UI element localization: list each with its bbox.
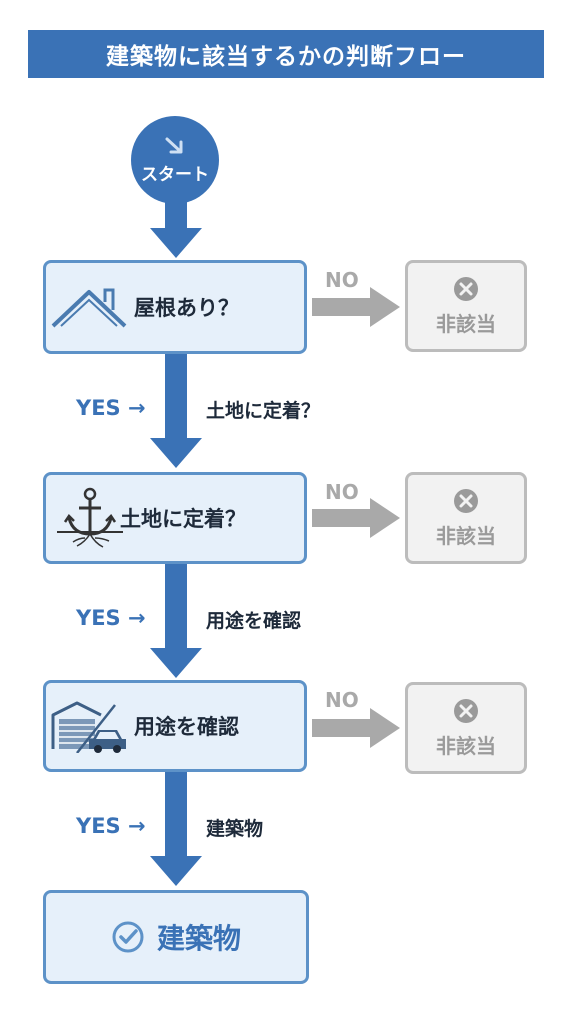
flow-line-start [165, 200, 187, 230]
not-applicable-box-usage: 非該当 [405, 682, 527, 774]
next-label-usage: 建築物 [206, 818, 264, 840]
not-applicable-label-usage: 非該当 [436, 733, 496, 758]
step-roof-label: 屋根あり？ [134, 296, 239, 320]
flow-line-1 [165, 354, 187, 440]
flow-arrowhead-3 [150, 856, 202, 886]
next-label-anchored: 用途を確認 [206, 610, 302, 632]
step-usage: 用途を確認 [43, 680, 307, 772]
arrow-down-right-icon [165, 137, 183, 153]
yes-label-roof: YES → [76, 396, 146, 420]
close-circle-icon [454, 276, 478, 301]
next-label-roof: 土地に定着？ [206, 400, 321, 422]
no-label-usage: NO [325, 688, 359, 712]
yes-label-usage: YES → [76, 814, 146, 838]
step-anchored: 土地に定着？ [43, 472, 307, 564]
yes-label-anchored: YES → [76, 606, 146, 630]
not-applicable-box-anchored: 非該当 [405, 472, 527, 564]
no-label-anchored: NO [325, 480, 359, 504]
step-anchored-label: 土地に定着？ [120, 507, 246, 531]
result-building: 建築物 [43, 890, 309, 984]
start-label: スタート [141, 164, 209, 185]
flow-arrowhead-2 [150, 648, 202, 678]
flow-line-2 [165, 564, 187, 650]
start-node: スタート [131, 116, 219, 204]
flow-arrowhead-start [150, 228, 202, 258]
garage-car-icon [51, 701, 126, 753]
no-arrow-anchored [312, 498, 400, 538]
check-circle-icon [112, 921, 144, 953]
no-arrow-usage [312, 708, 400, 748]
not-applicable-label-roof: 非該当 [436, 311, 496, 336]
no-arrow-roof [312, 287, 400, 327]
flow-line-3 [165, 772, 187, 858]
roof-icon [51, 288, 127, 328]
step-usage-label: 用途を確認 [134, 715, 239, 739]
result-label: 建築物 [156, 922, 241, 955]
close-circle-icon [454, 488, 478, 513]
not-applicable-label-anchored: 非該当 [436, 523, 496, 548]
not-applicable-box-roof: 非該当 [405, 260, 527, 352]
flow-arrowhead-1 [150, 438, 202, 468]
anchor-roots-icon [57, 487, 123, 548]
page-title: 建築物に該当するかの判断フロー [28, 30, 544, 78]
step-roof: 屋根あり？ [43, 260, 307, 354]
close-circle-icon [454, 698, 478, 723]
no-label-roof: NO [325, 268, 359, 292]
